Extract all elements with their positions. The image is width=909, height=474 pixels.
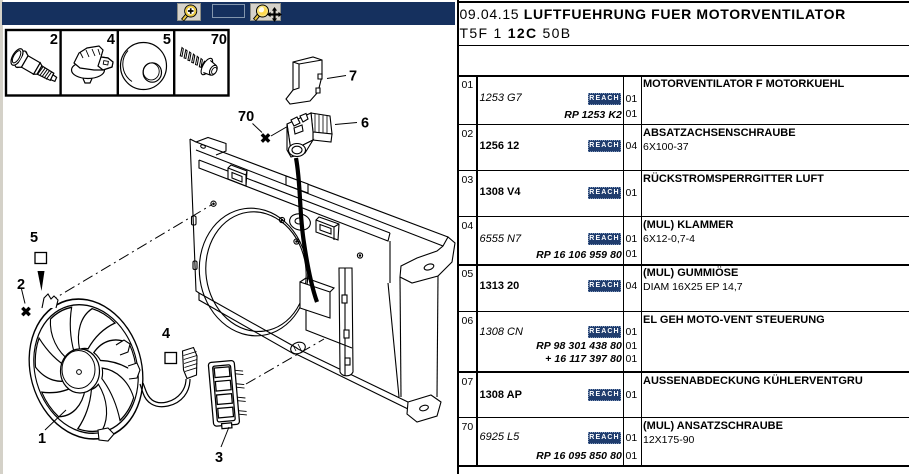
svg-text:2: 2 xyxy=(50,32,58,48)
svg-text:5: 5 xyxy=(30,230,38,246)
svg-text:1: 1 xyxy=(38,431,46,447)
svg-text:3: 3 xyxy=(215,450,223,466)
svg-text:70: 70 xyxy=(238,109,254,125)
svg-text:6: 6 xyxy=(361,116,369,132)
svg-text:4: 4 xyxy=(162,326,170,342)
svg-text:7: 7 xyxy=(349,69,357,85)
svg-text:70: 70 xyxy=(211,32,227,48)
svg-text:2: 2 xyxy=(17,277,25,293)
svg-text:5: 5 xyxy=(163,32,171,48)
svg-text:4: 4 xyxy=(107,32,115,48)
